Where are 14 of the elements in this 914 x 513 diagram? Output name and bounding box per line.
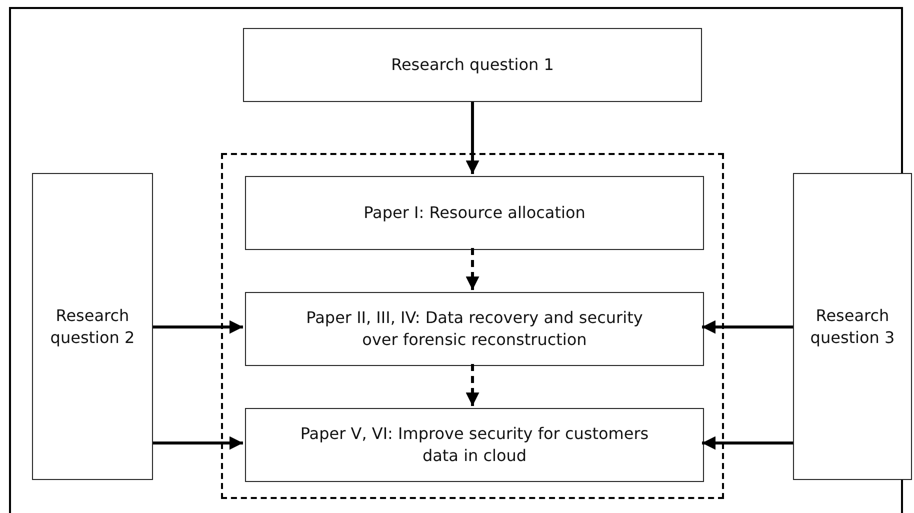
arrow bbox=[466, 102, 480, 174]
arrow bbox=[466, 364, 480, 406]
arrow bbox=[702, 320, 793, 334]
process-box: Paper V, VI: Improve security for customers data in cloud bbox=[245, 408, 704, 482]
process-box: Research question 3 bbox=[793, 173, 912, 480]
dashed-group-box bbox=[221, 153, 724, 499]
process-box: Research question 1 bbox=[243, 28, 702, 102]
process-box: Paper I: Resource allocation bbox=[245, 176, 704, 250]
arrow bbox=[153, 320, 243, 334]
process-box: Paper II, III, IV: Data recovery and security over forensic reconstruction bbox=[245, 292, 704, 366]
arrow bbox=[153, 436, 243, 450]
process-box: Research question 2 bbox=[32, 173, 153, 480]
arrow bbox=[702, 436, 793, 450]
arrow bbox=[466, 248, 480, 290]
